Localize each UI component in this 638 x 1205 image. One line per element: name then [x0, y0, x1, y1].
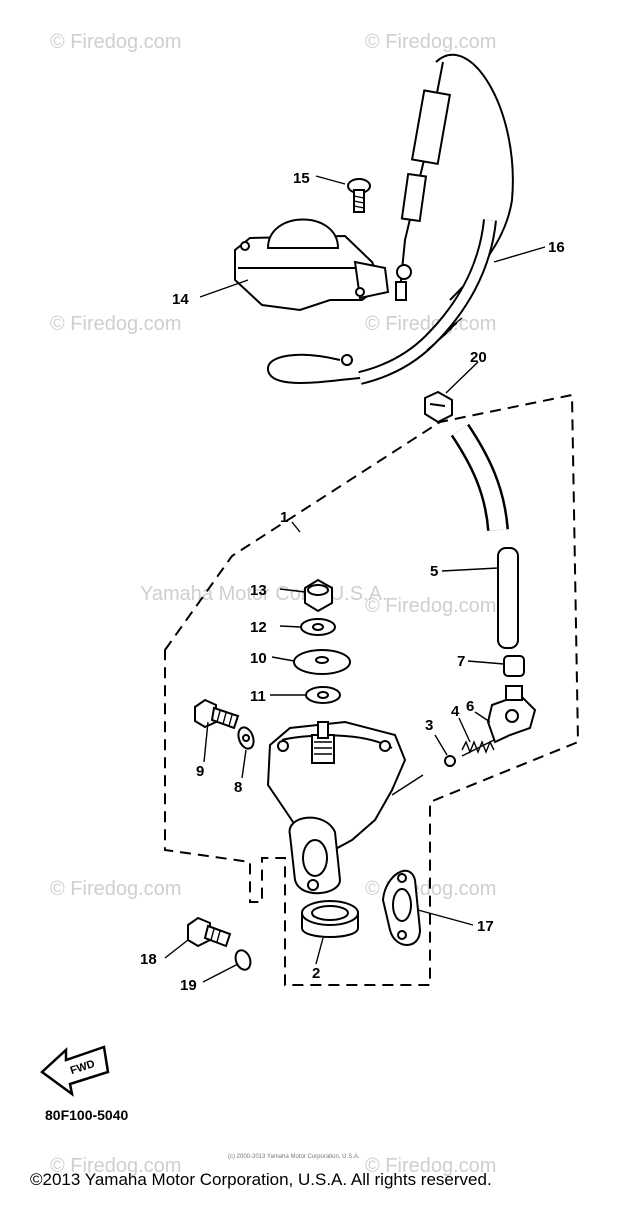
diaphragm-10 — [293, 649, 351, 675]
nut-13 — [304, 578, 333, 613]
callout-6: 6 — [466, 698, 474, 715]
watermark: © Firedog.com — [50, 1155, 181, 1177]
fuel-pump-body — [266, 720, 407, 895]
callout-10: 10 — [250, 650, 267, 667]
callout-3: 3 — [425, 717, 433, 734]
spring-4 — [461, 739, 495, 757]
watermark: © Firedog.com — [365, 595, 496, 617]
control-cable — [395, 54, 514, 301]
callout-11: 11 — [250, 688, 266, 705]
callout-17: 17 — [477, 918, 494, 935]
callout-12: 12 — [250, 619, 267, 636]
callout-7: 7 — [457, 653, 465, 670]
watermark: © Firedog.com — [365, 1155, 496, 1177]
leader-lines — [164, 175, 546, 983]
callout-4: 4 — [451, 703, 460, 720]
cap-20 — [424, 390, 453, 424]
callout-16: 16 — [548, 239, 565, 256]
washer-8 — [237, 726, 255, 750]
pump-cover-14 — [234, 218, 390, 312]
washer-19 — [234, 949, 252, 971]
callout-19: 19 — [180, 977, 197, 994]
callout-18: 18 — [140, 951, 157, 968]
callout-5: 5 — [430, 563, 438, 580]
washer-11 — [305, 686, 341, 704]
callout-13: 13 — [250, 582, 267, 599]
check-ball-3 — [444, 755, 456, 767]
bolt-9 — [194, 698, 240, 730]
clip-7 — [503, 655, 525, 677]
forward-arrow-icon: FWD — [40, 1045, 110, 1097]
watermark: © Firedog.com — [365, 31, 496, 53]
gasket-17 — [381, 869, 422, 946]
hose-5 — [450, 423, 519, 649]
callout-9: 9 — [196, 763, 204, 780]
copyright-footer: ©2013 Yamaha Motor Corporation, U.S.A. A… — [30, 1170, 492, 1189]
hose-16 — [267, 219, 497, 385]
callout-14: 14 — [172, 291, 189, 308]
tiny-copyright-notice: (c) 2000-2013 Yamaha Motor Corporation, … — [228, 1154, 360, 1160]
watermark: © Firedog.com — [50, 313, 181, 335]
assembly-boundary-dashed — [164, 393, 580, 986]
seal-2 — [301, 900, 359, 938]
watermark: © Firedog.com — [50, 31, 181, 53]
bolt-18 — [187, 916, 232, 948]
elbow-fitting-6 — [486, 685, 537, 744]
screw-15 — [347, 178, 371, 213]
washer-12 — [300, 618, 336, 636]
watermark-layer: © Firedog.com © Firedog.com © Firedog.co… — [50, 31, 496, 1177]
diagram-code: 80F100-5040 — [45, 1107, 129, 1123]
callout-2: 2 — [312, 965, 320, 982]
callout-15: 15 — [293, 170, 310, 187]
callout-8: 8 — [234, 779, 242, 796]
callout-1: 1 — [280, 509, 288, 526]
watermark: © Firedog.com — [50, 878, 181, 900]
callout-20: 20 — [470, 349, 487, 366]
watermark: © Firedog.com — [365, 313, 496, 335]
callout-labels: 15 14 16 20 1 5 13 12 10 11 7 6 4 3 9 8 … — [140, 170, 565, 994]
